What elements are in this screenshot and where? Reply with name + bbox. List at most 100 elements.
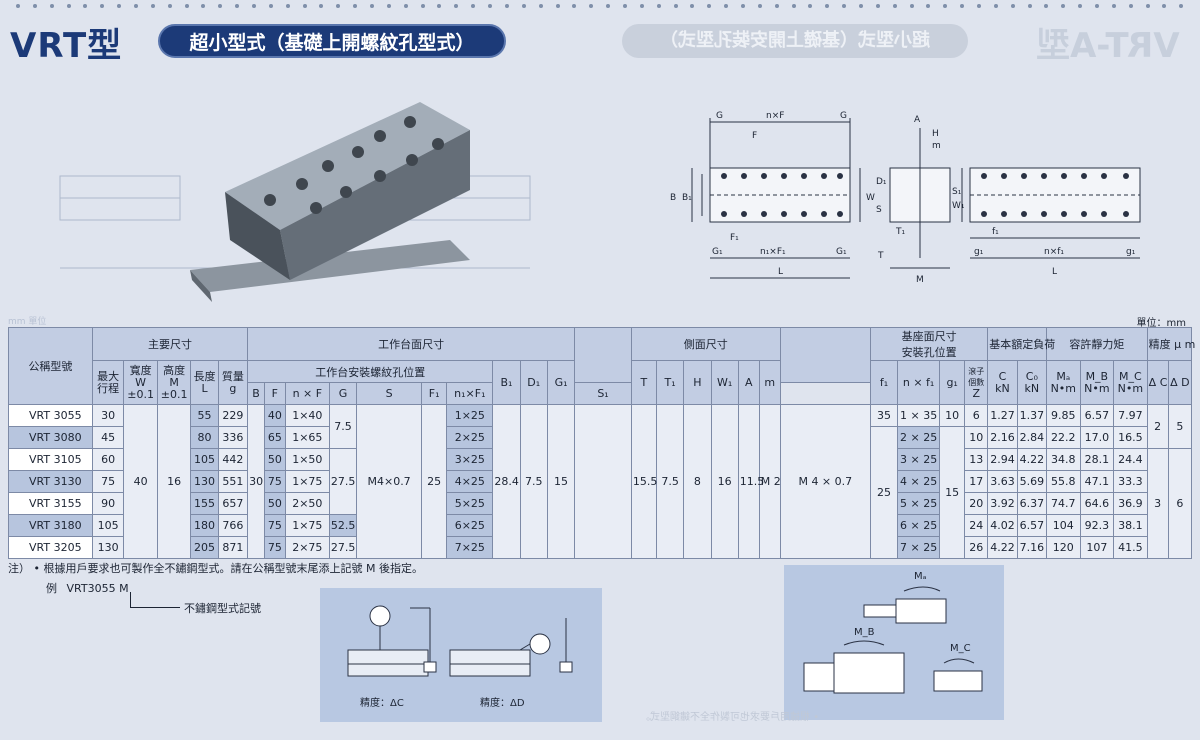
note-prefix: 注） [8,562,30,575]
bleed-through-unit: mm 單位 [8,317,47,327]
col-a: A [737,360,760,405]
example-bracket [130,592,180,608]
col-dc: Δ C [1146,360,1169,405]
dim-g1-right: G₁ [836,247,847,257]
dim-b1: B₁ [682,193,692,203]
notes: 注） • 根據用戶要求也可製作全不鏽鋼型式。請在公稱型號末尾添上記號 M 後指定… [8,560,423,582]
bleed-through-subtitle: 超小型式（基礎上開安裝孔型式） [622,24,968,58]
dim-f1-base: f₁ [992,227,999,237]
col-d1: D₁ [519,360,548,405]
unit-label: 單位：mm [1136,318,1186,329]
precision-diagram: 精度：ΔC 精度：ΔD [347,605,573,709]
table-row: VRT 3205 130 205 871 75 2×75 27.5 7×25 7… [8,536,1192,559]
mounting-holes [264,116,444,214]
group-base-dimensions: 基座面尺寸安裝孔位置 [869,327,989,361]
example-label: 例 [46,582,57,595]
col-s: S [356,382,423,405]
dim-m-small: m [932,141,941,151]
binder-holes [0,0,1200,14]
dim-l-base: L [1052,267,1057,277]
example-model: VRT3055 M [66,582,129,595]
moment-arrow-b [843,640,885,646]
col-length: 長度 L [190,360,219,405]
dim-w: W [866,193,875,203]
rail-shape [190,240,470,292]
col-f1-table: F₁ [421,382,448,405]
table-row: VRT 3130 75 130 551 75 1×75 4×25 4 × 25 … [8,470,1192,493]
dim-t: T [877,251,884,261]
dim-a: A [914,115,921,125]
col-t: T [630,360,658,405]
dim-nf1: n×f₁ [1044,247,1064,257]
col-t1: T₁ [655,360,685,405]
block-side [225,192,290,280]
group-load-rating: 基本額定負荷 [987,327,1055,361]
bleed-through-title: VRT-A型 [1036,26,1180,66]
moment-diagram: Mₐ M_B M_C [803,571,983,694]
moment-arrow-a [903,586,941,592]
diagram-holes [721,173,1129,217]
note-line: 注） • 根據用戶要求也可製作全不鏽鋼型式。請在公稱型號末尾添上記號 M 後指定… [8,560,423,576]
col-m: m [758,360,781,405]
dim-d1: D₁ [876,177,887,187]
moment-label-a: Mₐ [914,571,927,582]
note-text: • 根據用戶要求也可製作全不鏽鋼型式。請在公稱型號末尾添上記號 M 後指定。 [33,562,423,575]
dim-nf: n×F [766,111,784,121]
precision-label-d: 精度：ΔD [480,696,525,709]
group-main-dimensions: 主要尺寸 [91,327,249,361]
dim-w1: W₁ [952,201,965,211]
block-front [280,130,470,280]
moment-diagram-panel: Mₐ M_B M_C [784,565,1004,720]
col-b: B [247,382,265,405]
dim-g1-base-left: g₁ [974,247,984,257]
precision-diagram-panel: 精度：ΔC 精度：ΔD [320,588,602,722]
col-nf1: n × f₁ [897,360,941,405]
dim-g1-left: G₁ [712,247,723,257]
dim-s: S [876,205,882,215]
specification-table: 公稱型號 主要尺寸 工作台面尺寸 側面尺寸 基座面尺寸安裝孔位置 基本額定負荷 … [8,327,1195,559]
moment-label-c: M_C [950,643,971,654]
col-stroke: 最大行程 [91,360,125,405]
col-g: G [328,382,358,405]
dim-b: B [670,193,676,203]
dim-g-left: G [716,111,723,121]
dim-m: M [916,275,924,285]
group-static-moment: 容許靜力矩 [1046,327,1148,361]
group-table-dimensions: 工作台面尺寸 [247,327,576,361]
col-s1: S₁ [574,382,632,405]
precision-label-c: 精度：ΔC [360,696,404,709]
moment-label-b: M_B [854,627,875,638]
group-table-holes: 工作台安裝螺紋孔位置 [247,360,494,383]
product-photo [59,102,531,302]
dim-f: F [752,131,757,141]
dim-g1-base-right: g₁ [1126,247,1136,257]
dim-t1: T₁ [895,227,905,237]
dim-n1f1: n₁×F₁ [760,247,786,257]
rail-side [190,270,212,302]
table-row: VRT 3180 105 180 766 75 1×75 52.5 6×25 6… [8,514,1192,537]
col-f1: f₁ [869,360,899,405]
moment-arrow-c [943,658,975,664]
block-top [225,102,470,230]
col-f: F [263,382,286,405]
col-dd: Δ D [1167,360,1193,405]
col-nf: n × F [284,382,330,405]
dim-h: H [932,129,939,139]
col-n1f1: n₁×F₁ [446,382,494,405]
col-w1: W₁ [710,360,739,405]
col-height: 高度 M ±0.1 [156,360,192,405]
group-side-dimensions: 側面尺寸 [630,327,781,361]
col-width: 寬度 W ±0.1 [123,360,158,405]
col-model: 公稱型號 [8,327,93,405]
group-spacer-2 [780,327,871,383]
col-mass: 質量 g [217,360,249,405]
col-h: H [683,360,712,405]
page-subtitle-badge: 超小型式（基礎上開螺紋孔型式） [158,24,506,58]
